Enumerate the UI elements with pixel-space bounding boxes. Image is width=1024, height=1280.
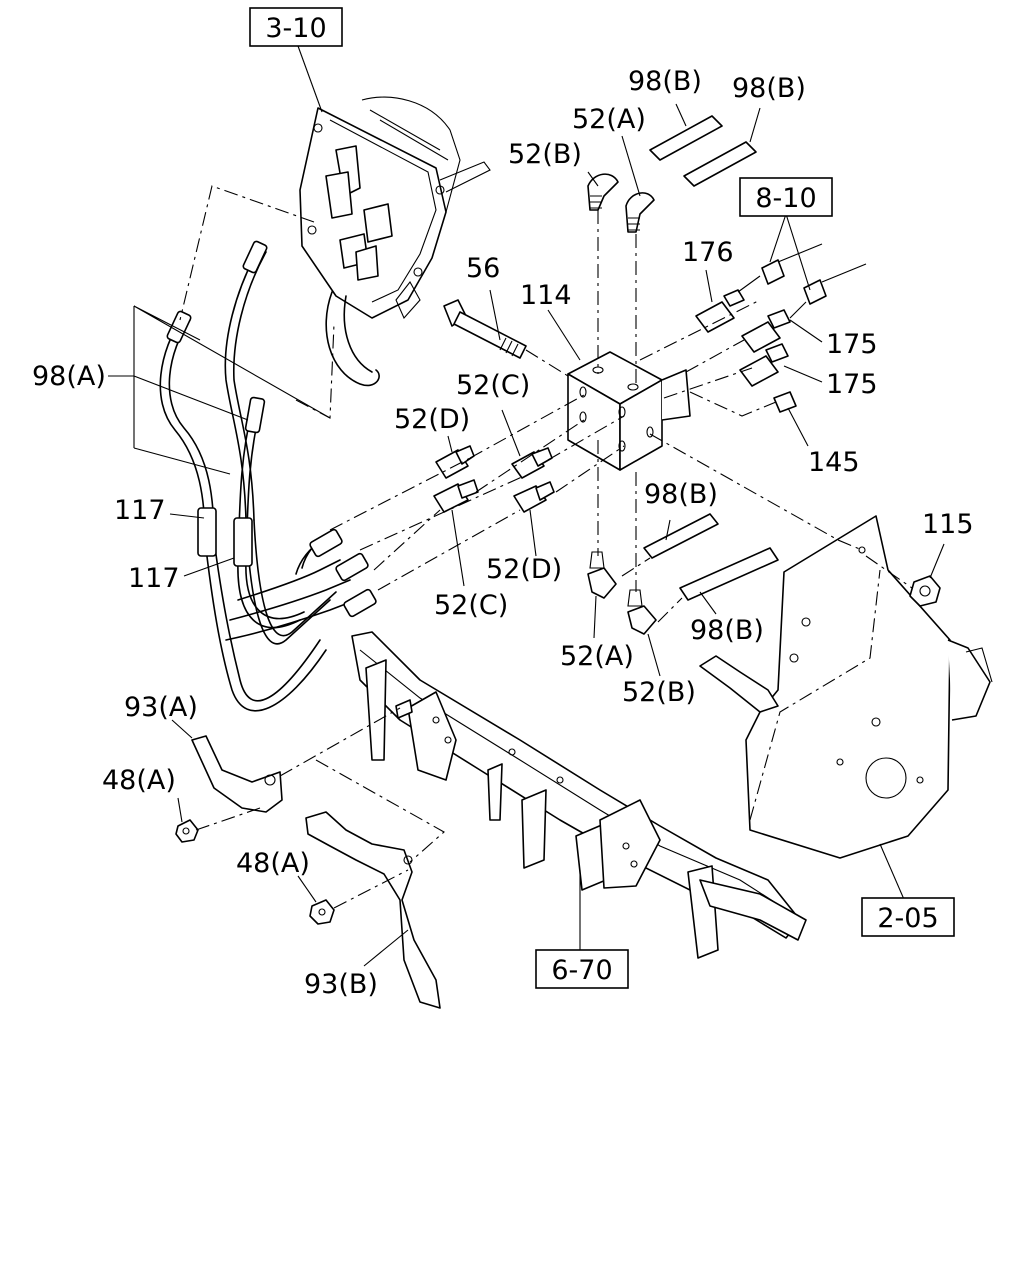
- label-114: 114: [520, 280, 572, 311]
- label-52a-bot: 52(A): [560, 641, 634, 672]
- ref-box-8-10: 8-10: [739, 177, 833, 217]
- fittings-drawing: [433, 115, 867, 635]
- valve-unit-drawing: [299, 96, 491, 387]
- label-117-1: 117: [114, 495, 166, 526]
- leader-lines: [108, 45, 945, 967]
- label-52b-top: 52(B): [508, 139, 582, 170]
- label-176: 176: [682, 237, 734, 268]
- label-175-2: 175: [826, 369, 878, 400]
- ref-box-2-05: 2-05: [861, 897, 955, 937]
- ref-box-6-70: 6-70: [535, 949, 629, 989]
- label-98b-2: 98(B): [732, 73, 806, 104]
- ref-3-10-text: 3-10: [265, 13, 326, 44]
- label-98b-1: 98(B): [628, 66, 702, 97]
- label-115: 115: [922, 509, 974, 540]
- ref-6-70-text: 6-70: [551, 955, 612, 986]
- label-52d-bot: 52(D): [486, 554, 562, 585]
- label-93b: 93(B): [304, 969, 378, 1000]
- bolt-56-drawing: [443, 299, 527, 359]
- label-52c-top: 52(C): [456, 370, 530, 401]
- label-52a-top: 52(A): [572, 104, 646, 135]
- label-175-1: 175: [826, 329, 878, 360]
- label-52c-bot: 52(C): [434, 590, 508, 621]
- block-114-drawing: [567, 351, 691, 471]
- ref-2-05-text: 2-05: [877, 903, 938, 934]
- label-93a: 93(A): [124, 692, 198, 723]
- label-98a: 98(A): [32, 361, 106, 392]
- label-52b-bot: 52(B): [622, 677, 696, 708]
- label-145: 145: [808, 447, 860, 478]
- ref-8-10-text: 8-10: [755, 183, 816, 214]
- label-48a-2: 48(A): [236, 848, 310, 879]
- routing-lines: [179, 185, 913, 909]
- label-98b-3: 98(B): [644, 479, 718, 510]
- label-117-2: 117: [128, 563, 180, 594]
- brackets-drawing: [175, 699, 441, 1009]
- part-labels: 98(B) 98(B) 52(A) 52(B) 176 56 114 175 1…: [32, 66, 974, 1000]
- label-52d-top: 52(D): [394, 404, 470, 435]
- label-98b-4: 98(B): [690, 615, 764, 646]
- plate-2-05-drawing: [699, 515, 993, 859]
- frame-6-70-drawing: [351, 631, 807, 959]
- ref-box-3-10: 3-10: [249, 7, 343, 47]
- pipe-bundle-drawing: [159, 240, 377, 712]
- label-48a-1: 48(A): [102, 765, 176, 796]
- label-56: 56: [466, 253, 500, 284]
